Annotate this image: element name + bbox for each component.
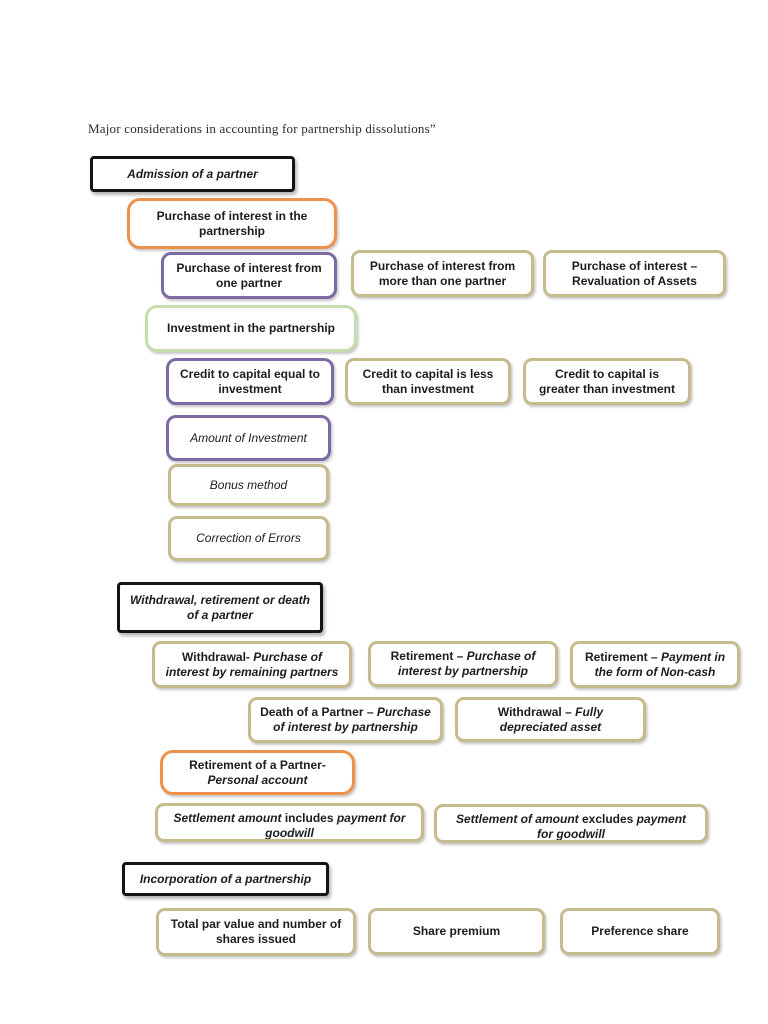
label-emphasis: Purchase of interest by partnership [397, 649, 536, 678]
box-withdrawal-purchase-by-remaining-partners: Withdrawal- Purchase of interest by rema… [152, 641, 352, 688]
box-label: Admission of a partner [127, 166, 258, 181]
box-label: Purchase of interest – Revaluation of As… [571, 258, 698, 288]
box-purchase-revaluation-of-assets: Purchase of interest – Revaluation of As… [543, 250, 726, 297]
label-seg1: Settlement of amount [455, 812, 579, 826]
box-label: Credit to capital equal to investment [179, 366, 320, 396]
box-label: Withdrawal, retirement or death of a par… [130, 592, 310, 622]
box-credit-less-than-investment: Credit to capital is less than investmen… [345, 358, 511, 405]
label-seg3: payment for [336, 811, 406, 825]
box-settlement-includes-payment: Settlement amount includes payment for g… [155, 803, 424, 842]
label-clipped-line: goodwill [265, 826, 314, 840]
box-label: Bonus method [209, 477, 288, 492]
box-label: Death of a Partner – Purchase of interes… [258, 705, 433, 735]
label-prefix: Withdrawal- [182, 649, 254, 664]
box-total-par-value-shares-issued: Total par value and number of shares iss… [156, 908, 356, 956]
box-retirement-purchase-by-partnership: Retirement – Purchase of interest by par… [368, 641, 558, 687]
label-seg2: includes [281, 811, 337, 825]
label-prefix: Withdrawal – [497, 704, 576, 719]
box-purchase-from-more-than-one-partner: Purchase of interest from more than one … [351, 250, 534, 297]
box-purchase-of-interest-in-partnership: Purchase of interest in the partnership [127, 198, 337, 249]
box-correction-of-errors: Correction of Errors [168, 516, 329, 561]
box-death-of-partner-purchase: Death of a Partner – Purchase of interes… [248, 697, 443, 743]
box-label: Credit to capital is less than investmen… [362, 366, 494, 396]
box-share-premium: Share premium [368, 908, 545, 955]
page-title: Major considerations in accounting for p… [88, 121, 436, 136]
box-label: Investment in the partnership [166, 321, 336, 335]
box-label: Incorporation of a partnership [139, 871, 312, 886]
label-line1: Retirement of a Partner- [189, 757, 326, 772]
box-label: Retirement – Payment in the form of Non-… [580, 650, 730, 680]
label-prefix: Retirement – [390, 649, 467, 663]
label-seg1: Settlement amount [173, 811, 282, 825]
box-label: Credit to capital is greater than invest… [538, 366, 676, 396]
box-label: Purchase of interest from one partner [176, 260, 322, 290]
box-withdrawal-retirement-death: Withdrawal, retirement or death of a par… [117, 582, 323, 633]
box-label: Settlement amount includes payment for [173, 811, 405, 826]
label-emphasis: Purchase of interest by remaining partne… [165, 649, 339, 679]
box-settlement-excludes-payment: Settlement of amount excludes payment fo… [434, 804, 708, 843]
box-label: Retirement – Purchase of interest by par… [378, 649, 548, 679]
box-label: Preference share [591, 924, 689, 938]
box-label: Amount of Investment [190, 430, 307, 445]
box-label: Total par value and number of shares iss… [170, 917, 342, 946]
box-retirement-personal-account: Retirement of a Partner- Personal accoun… [160, 750, 355, 795]
box-label: Withdrawal- Purchase of interest by rema… [162, 650, 342, 680]
box-bonus-method: Bonus method [168, 464, 329, 506]
box-withdrawal-fully-depreciated-asset: Withdrawal – Fully depreciated asset [455, 697, 646, 742]
box-label: Share premium [412, 924, 501, 938]
label-emphasis: Fully depreciated asset [499, 704, 604, 734]
label-prefix: Retirement – [584, 649, 661, 664]
label-emphasis: Purchase of interest by partnership [273, 705, 431, 734]
label-seg2: excludes [578, 812, 637, 826]
box-purchase-from-one-partner: Purchase of interest from one partner [161, 252, 337, 299]
box-credit-equal-to-investment: Credit to capital equal to investment [166, 358, 334, 405]
box-label: Correction of Errors [196, 531, 301, 545]
label-prefix: Death of a Partner – [260, 705, 377, 719]
box-credit-greater-than-investment: Credit to capital is greater than invest… [523, 358, 691, 405]
box-investment-in-partnership: Investment in the partnership [145, 305, 357, 352]
box-label: Purchase of interest from more than one … [369, 258, 516, 288]
label-seg3: payment [636, 812, 687, 826]
box-preference-share: Preference share [560, 908, 720, 955]
box-incorporation-of-partnership: Incorporation of a partnership [122, 862, 329, 896]
label-emphasis: Payment in the form of Non-cash [594, 649, 726, 679]
label-clipped-line: for goodwill [537, 827, 605, 841]
box-retirement-payment-non-cash: Retirement – Payment in the form of Non-… [570, 641, 740, 688]
box-label: Settlement of amount excludes payment [456, 812, 686, 827]
box-label: Retirement of a Partner- Personal accoun… [189, 758, 326, 788]
box-amount-of-investment: Amount of Investment [166, 415, 331, 461]
box-admission-of-a-partner: Admission of a partner [90, 156, 295, 192]
box-label: Purchase of interest in the partnership [156, 208, 308, 238]
box-label: Withdrawal – Fully depreciated asset [465, 705, 636, 735]
label-line2: Personal account [207, 772, 308, 787]
